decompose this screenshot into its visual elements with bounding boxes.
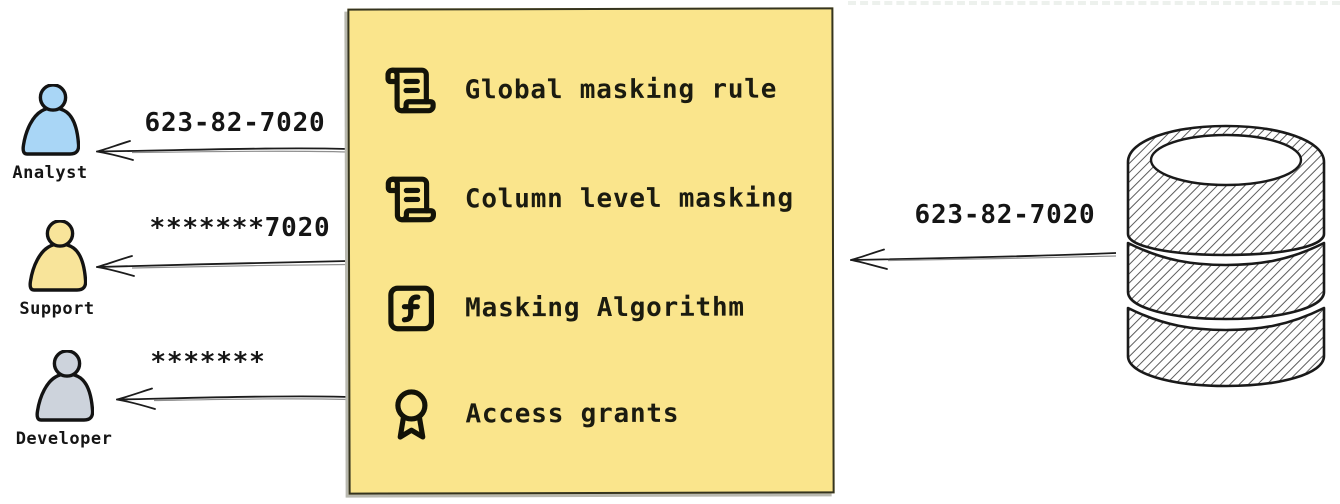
- database-icon: [1126, 124, 1326, 388]
- person-icon: [28, 220, 87, 292]
- user-role-label: Support: [19, 299, 95, 319]
- left-arrow-icon: [850, 248, 1117, 270]
- person-head: [52, 350, 82, 378]
- user-role-label: Developer: [15, 429, 113, 449]
- masked-value-developer: *******: [150, 347, 266, 377]
- masking-rules-panel: Global masking rule Column level masking…: [347, 7, 835, 495]
- panel-item-column-level-masking: Column level masking: [384, 170, 794, 227]
- scroll-icon: [385, 67, 436, 114]
- panel-item-global-masking-rule: Global masking rule: [384, 62, 778, 119]
- user-role-label: Analyst: [12, 163, 88, 183]
- person-head: [45, 220, 75, 248]
- left-arrow-icon: [96, 140, 349, 161]
- user-support: Support: [12, 220, 102, 319]
- panel-item-label: Masking Algorithm: [465, 292, 745, 324]
- person-icon: [35, 350, 94, 422]
- masked-value-analyst: 623-82-7020: [144, 108, 326, 138]
- person-icon: [21, 84, 80, 156]
- award-icon: [395, 389, 428, 440]
- database-source-value: 623-82-7020: [914, 200, 1096, 230]
- arrow-to-support: [88, 250, 350, 282]
- person-body: [35, 372, 94, 422]
- panel-item-label: Global masking rule: [464, 74, 778, 106]
- person-head: [38, 84, 68, 112]
- top-dashed-line: [848, 1, 1340, 5]
- panel-item-label: Column level masking: [464, 183, 794, 215]
- left-arrow-icon: [116, 387, 351, 410]
- function-icon: [388, 285, 435, 332]
- panel-item-masking-algorithm: Masking Algorithm: [384, 280, 745, 337]
- arrow-to-analyst: [88, 136, 350, 166]
- database: [1124, 122, 1332, 398]
- left-arrow-icon: [96, 255, 349, 277]
- user-developer: Developer: [16, 350, 112, 449]
- arrow-from-database: [842, 242, 1120, 272]
- person-body: [21, 106, 80, 156]
- panel-item-access-grants: Access grants: [384, 386, 679, 443]
- scroll-icon: [385, 176, 436, 223]
- masked-value-support: *******7020: [149, 213, 331, 243]
- panel-item-label: Access grants: [465, 398, 680, 430]
- user-analyst: Analyst: [5, 84, 95, 183]
- arrow-to-developer: [108, 384, 352, 414]
- person-body: [28, 242, 87, 292]
